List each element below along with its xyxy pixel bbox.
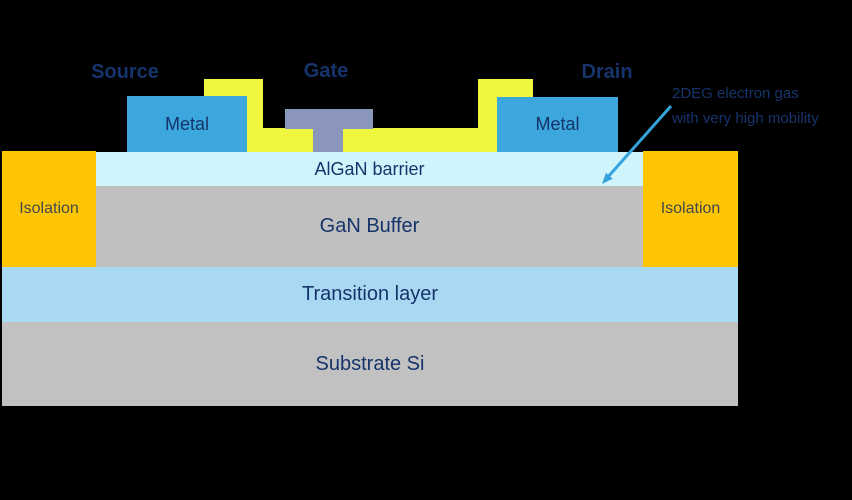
isolation-region-left: Isolation	[2, 151, 96, 267]
drain-terminal-label: Drain	[581, 61, 633, 83]
substrate-label: Substrate Si	[315, 352, 425, 375]
drain-metal-contact: Metal	[497, 97, 618, 152]
algan-barrier-label: AlGaN barrier	[314, 158, 425, 179]
isolation-region-right: Isolation	[643, 151, 738, 267]
transition-layer-label: Transition layer	[302, 283, 438, 305]
silicon-substrate-layer: Substrate Si	[2, 322, 738, 406]
transition-layer: Transition layer	[2, 267, 738, 322]
source-metal-label: Metal	[164, 113, 209, 134]
source-terminal-label: Source	[91, 61, 159, 83]
2deg-annotation-line2: with very high mobility	[672, 110, 819, 127]
gate-terminal-label: Gate	[303, 60, 349, 82]
2deg-pointer-arrow-icon	[602, 105, 673, 184]
algan-barrier-layer: AlGaN barrier	[96, 152, 643, 186]
source-metal-contact: Metal	[127, 96, 247, 152]
2deg-annotation-line1: 2DEG electron gas	[672, 85, 799, 102]
gan-buffer-label: GaN Buffer	[319, 215, 420, 237]
isolation-right-label: Isolation	[660, 200, 721, 217]
gate-metal-stem	[313, 129, 343, 152]
passivation-layer	[263, 128, 478, 152]
drain-metal-label: Metal	[535, 114, 580, 134]
gan-buffer-layer: GaN Buffer	[96, 186, 643, 267]
isolation-left-label: Isolation	[19, 200, 79, 217]
gate-metal-cap	[285, 109, 373, 129]
2deg-annotation: 2DEG electron gas with very high mobilit…	[672, 81, 852, 131]
